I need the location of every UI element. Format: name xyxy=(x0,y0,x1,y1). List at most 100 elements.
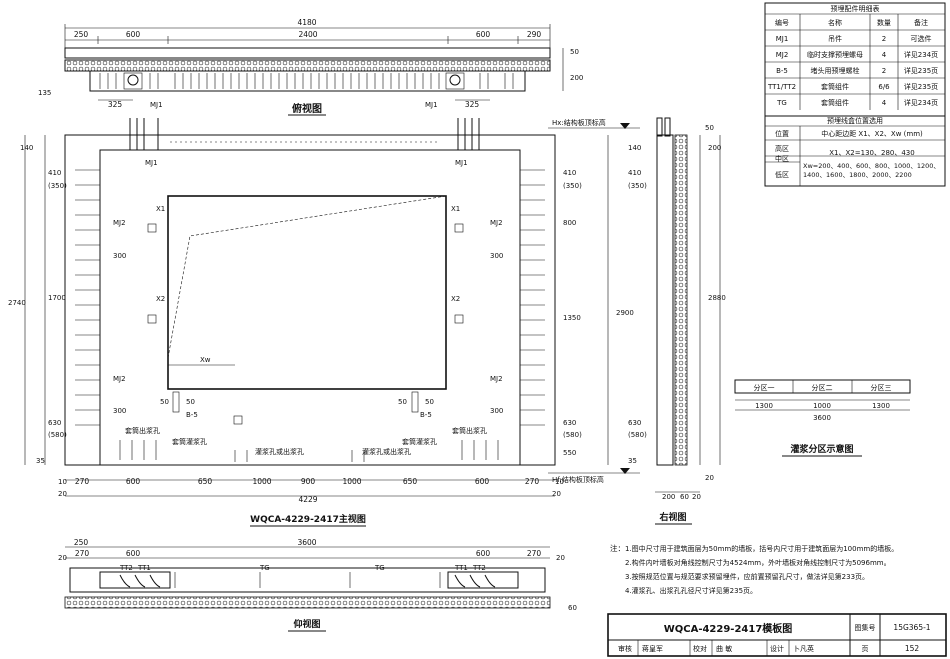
tb-role: 校对 xyxy=(693,644,707,653)
bottom-dim: 600 xyxy=(126,477,141,486)
mj-dim: 300 xyxy=(490,407,503,415)
bottom-dim: 1000 xyxy=(252,477,271,486)
grout-label: 套筒灌浆孔 xyxy=(172,437,207,446)
mj-dim: 300 xyxy=(113,407,126,415)
note-item: 3.按照规范位置与规范要求预留埋件，应前置预留孔尺寸，做法详见第233页。 xyxy=(625,572,869,581)
mj-label: MJ1 xyxy=(145,159,158,167)
side-dim-left: (350) xyxy=(628,182,647,190)
grout-zone-header: 分区二 xyxy=(812,383,833,392)
parts-cell: 临时支撑预埋螺母 xyxy=(807,50,863,59)
grout-zone-header: 分区三 xyxy=(871,383,892,392)
parts-cell: B-5 xyxy=(776,67,788,75)
grout-label: 灌浆孔或出浆孔 xyxy=(255,447,304,456)
right-dim: (580) xyxy=(563,431,582,439)
parts-cell: 吊件 xyxy=(828,34,842,43)
bottom-label: TG xyxy=(374,564,385,572)
bottom-dim: 600 xyxy=(475,477,490,486)
side-dim-right: 200 xyxy=(708,144,721,152)
tb-name: 卜凡英 xyxy=(793,644,814,653)
bottom-seg-dim: 600 xyxy=(476,549,491,558)
right-dim: 1350 xyxy=(563,314,581,322)
sleeve-icon xyxy=(454,574,496,588)
left-dim: 140 xyxy=(20,144,33,152)
b5-label: B-5 xyxy=(420,411,432,419)
grout-zone-value: 1300 xyxy=(872,402,890,410)
parts-cell: 详见235页 xyxy=(904,66,938,75)
grout-zone-total: 3600 xyxy=(813,414,831,422)
offset-cell: Xw=200、400、600、800、1000、1200、1400、1600、1… xyxy=(803,162,940,179)
bottom-seg-dim: 270 xyxy=(75,549,90,558)
opening-label: X1 xyxy=(451,205,460,213)
offset-table-title: 预埋线盒位置选用 xyxy=(827,116,883,125)
grout-label: 套筒灌浆孔 xyxy=(402,437,437,446)
parts-cell: TG xyxy=(776,99,787,107)
mj-label: MJ2 xyxy=(113,375,126,383)
side-bottom-dim: 20 xyxy=(692,493,701,501)
side-ticks xyxy=(75,169,545,426)
bottom-label: TT2 xyxy=(472,564,486,572)
mj-dim: 300 xyxy=(490,252,503,260)
atlas-no: 15G365-1 xyxy=(893,623,930,632)
left-dim: 410 xyxy=(48,169,61,177)
bottom-small-dim: 20 xyxy=(552,490,561,498)
b5-dim: 50 xyxy=(160,398,169,406)
tb-role: 设计 xyxy=(770,644,784,653)
mj-label: MJ1 xyxy=(455,159,468,167)
left-dim: (350) xyxy=(48,182,67,190)
grout-label: 灌浆孔或出浆孔 xyxy=(362,447,411,456)
parts-cell: 堵头用预埋螺栓 xyxy=(811,66,860,75)
left-total-dim: 2740 xyxy=(8,299,26,307)
side-view-title: 右视图 xyxy=(658,511,686,523)
parts-cell: 套筒组件 xyxy=(821,98,849,107)
note-item: 1.图中尺寸用于建筑面层为50mm的墙板，括号内尺寸用于建筑面层为100mm的墙… xyxy=(625,544,898,553)
top-side-dim: 50 xyxy=(570,48,579,56)
offset-table: 预埋线盒位置选用 位置 中心距边距 X1、X2、Xw (mm) 高区 X1、X2… xyxy=(764,115,946,187)
bottom-label: TG xyxy=(259,564,270,572)
right-dim: 550 xyxy=(563,449,576,457)
top-overall-dim: 4180 xyxy=(297,18,316,27)
bottom-seg-dim: 250 xyxy=(74,538,89,547)
parts-cell: 2 xyxy=(882,35,886,43)
parts-header: 备注 xyxy=(914,18,928,27)
right-dim: 410 xyxy=(563,169,576,177)
note-item: 2.构件内叶墙板对角线控制尺寸为4524mm，外叶墙板对角线控制尺寸为5096m… xyxy=(625,558,891,567)
left-dim: 630 xyxy=(48,419,61,427)
title-block: WQCA-4229-2417模板图 图集号 15G365-1 页 152 审核 … xyxy=(607,613,947,657)
opening-label: X2 xyxy=(156,295,165,303)
b5-dim: 50 xyxy=(186,398,195,406)
mj-label: MJ2 xyxy=(113,219,126,227)
parts-cell: MJ2 xyxy=(776,51,789,59)
opening-label: Xw xyxy=(200,356,211,364)
page-no: 152 xyxy=(905,644,920,653)
top-view: 4180 250 600 2400 600 290 xyxy=(38,18,583,116)
top-seg-dim: 290 xyxy=(527,30,542,39)
parts-cell: TT1/TT2 xyxy=(767,83,796,91)
mj-dim: 300 xyxy=(113,252,126,260)
side-bottom-dim: 200 xyxy=(662,493,675,501)
parts-header: 数量 xyxy=(877,18,891,27)
opening-label: X1 xyxy=(156,205,165,213)
parts-cell: 6/6 xyxy=(878,83,890,91)
parts-cell: 详见234页 xyxy=(904,50,938,59)
side-dim-right: 2880 xyxy=(708,294,726,302)
offset-cell: X1、X2=130、280、430 xyxy=(829,149,914,157)
offset-header: 中心距边距 X1、X2、Xw (mm) xyxy=(821,129,923,138)
top-side-dim: 135 xyxy=(38,89,51,97)
top-seg-dim: 600 xyxy=(476,30,491,39)
left-dim: (580) xyxy=(48,431,67,439)
offset-cell: 高区 xyxy=(775,144,789,153)
side-dim-left: 2900 xyxy=(616,309,634,317)
top-rebar-ticks xyxy=(99,73,514,89)
bottom-side-dim: 60 xyxy=(568,604,577,612)
top-side-dim: 200 xyxy=(570,74,583,82)
parts-header: 编号 xyxy=(775,18,789,27)
parts-cell: 4 xyxy=(882,51,887,59)
embed-box-icon xyxy=(233,415,243,425)
anchor-label: MJ1 xyxy=(425,101,438,109)
atlas-label: 图集号 xyxy=(855,623,876,632)
offset-header: 位置 xyxy=(775,129,789,138)
hf-label: Hf:结构板顶标高 xyxy=(552,475,604,484)
grout-label: 套筒出浆孔 xyxy=(125,426,160,435)
bottom-label: TT2 xyxy=(119,564,133,572)
